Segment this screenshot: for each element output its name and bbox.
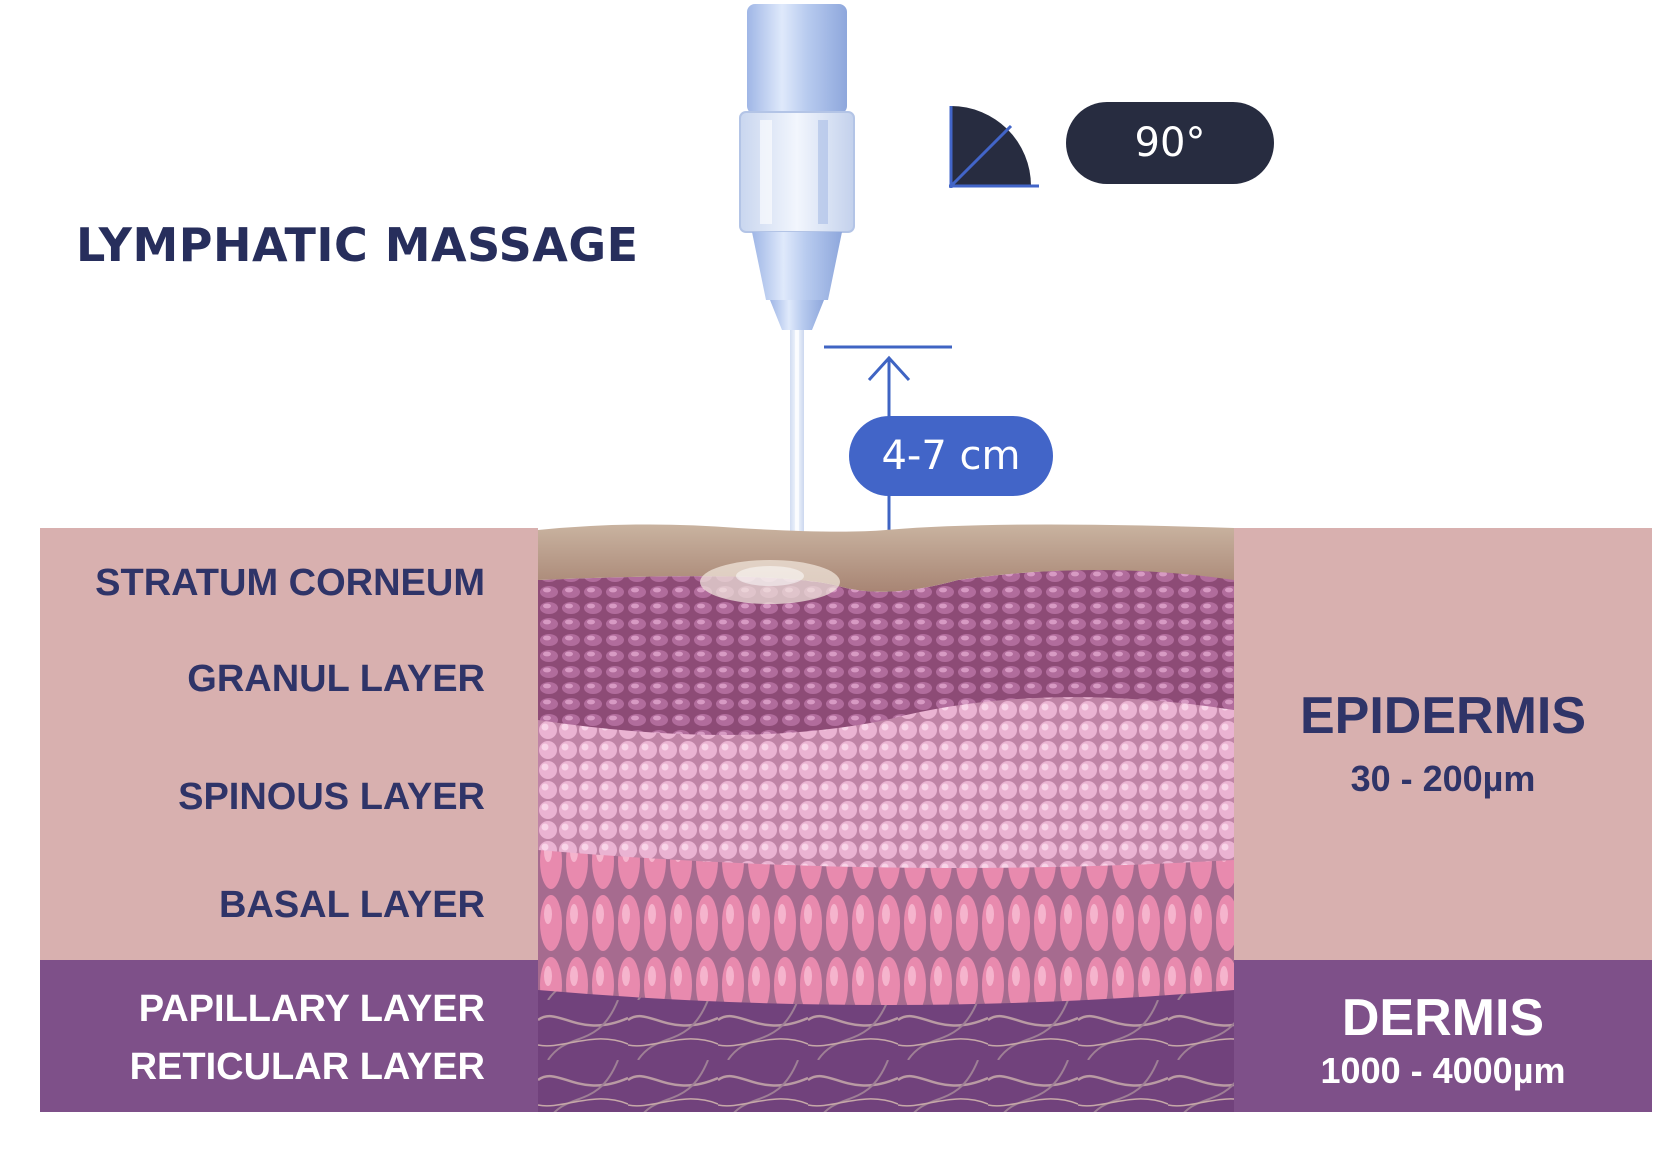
epidermis-info-panel xyxy=(1234,528,1652,960)
label-papillary-layer: PAPILLARY LAYER xyxy=(138,988,485,1030)
page-title: LYMPHATIC MASSAGE xyxy=(76,218,639,272)
dermis-title: DERMIS xyxy=(1341,989,1545,1047)
label-granul-layer: GRANUL LAYER xyxy=(187,658,485,700)
label-reticular-layer: RETICULAR LAYER xyxy=(129,1046,485,1088)
label-basal-layer: BASAL LAYER xyxy=(218,884,485,926)
dermis-info-panel xyxy=(1234,960,1652,1112)
skin-cross-section xyxy=(538,524,1234,1112)
epidermis-title: EPIDERMIS xyxy=(1299,687,1587,745)
dermis-labels-panel xyxy=(40,960,538,1112)
depth-badge: 4-7 cm xyxy=(849,416,1053,496)
label-stratum-corneum: STRATUM CORNEUM xyxy=(95,562,485,604)
epidermis-labels-panel xyxy=(40,528,538,960)
epidermis-thickness: 30 - 200µm xyxy=(1350,758,1536,799)
angle-badge: 90° xyxy=(1066,102,1274,184)
angle-icon xyxy=(949,106,1039,188)
dermis-thickness: 1000 - 4000µm xyxy=(1320,1050,1566,1091)
label-spinous-layer: SPINOUS LAYER xyxy=(178,776,485,818)
